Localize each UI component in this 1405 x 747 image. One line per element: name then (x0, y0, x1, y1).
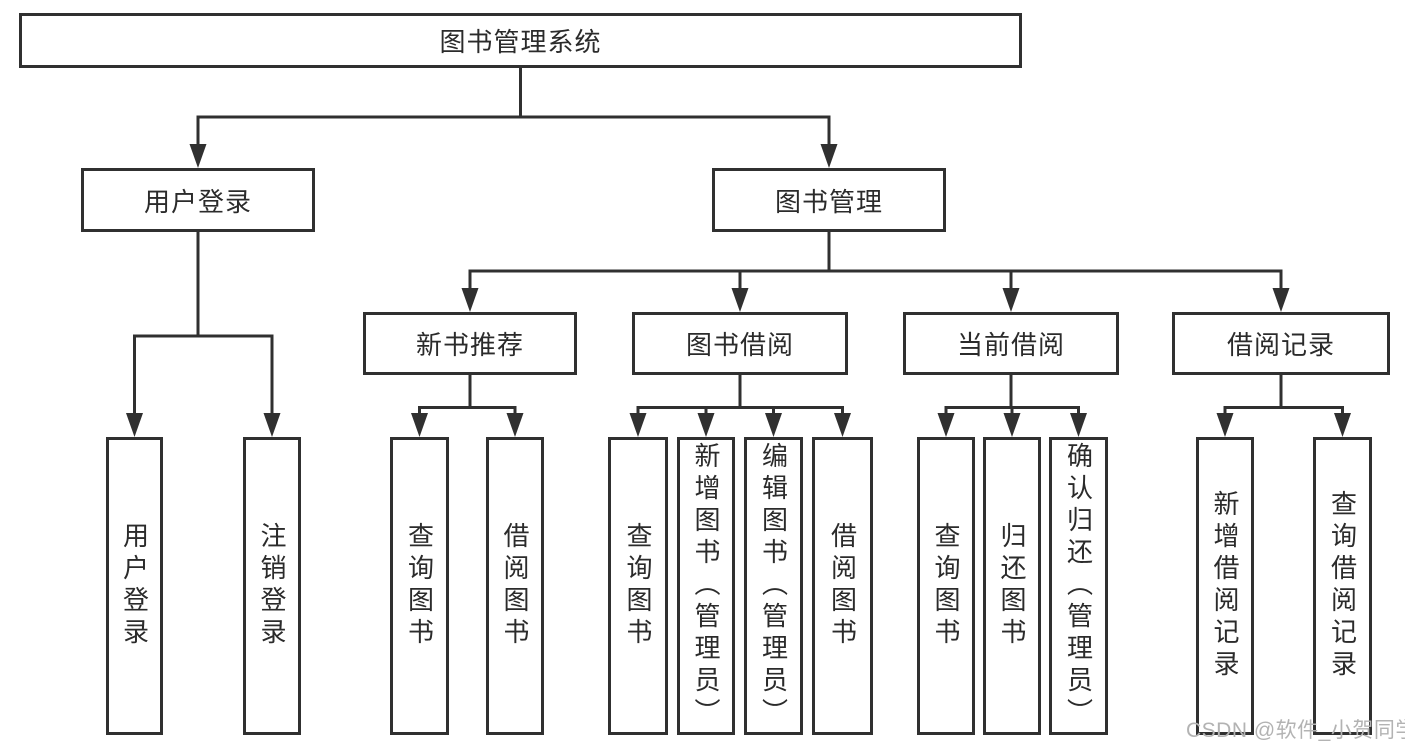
node-cb-return-books-label: 归还图书 (997, 522, 1027, 650)
node-borrow-records: 借阅记录 (1172, 312, 1390, 375)
node-br-add-record: 新增借阅记录 (1196, 437, 1254, 735)
node-root-label: 图书管理系统 (439, 27, 602, 57)
node-cb-return-books: 归还图书 (983, 437, 1041, 735)
connector-current-borrow-to-children (937, 375, 1087, 437)
connector-user-login-to-children (126, 232, 281, 437)
node-bb-add-books-label: 新增图书（管理员） (691, 442, 721, 730)
node-bb-borrow-books: 借阅图书 (812, 437, 873, 735)
node-user-login: 用户登录 (81, 168, 315, 232)
node-nb-borrow-books-label: 借阅图书 (500, 522, 530, 650)
csdn-watermark: CSDN @软件_小贺同学 (1186, 719, 1405, 742)
connector-borrow-records-to-children (1216, 375, 1351, 437)
node-book-management: 图书管理 (712, 168, 946, 232)
node-new-book-rec: 新书推荐 (363, 312, 577, 375)
node-bb-add-books: 新增图书（管理员） (677, 437, 735, 735)
node-nb-query-books-label: 查询图书 (404, 522, 435, 650)
node-br-query-record: 查询借阅记录 (1313, 437, 1372, 735)
node-book-management-label: 图书管理 (774, 186, 883, 217)
node-root: 图书管理系统 (19, 13, 1022, 68)
connector-book-borrow-to-children (629, 375, 851, 437)
node-logout-leaf: 注销登录 (243, 437, 301, 735)
connector-root-to-level2 (189, 68, 838, 168)
node-cb-query-books-label: 查询图书 (931, 522, 961, 650)
node-user-login-leaf: 用户登录 (106, 437, 163, 735)
node-bb-query-books: 查询图书 (608, 437, 668, 735)
node-br-add-record-label: 新增借阅记录 (1210, 490, 1240, 682)
node-nb-query-books: 查询图书 (390, 437, 449, 735)
connector-book-management-to-children (461, 232, 1290, 312)
node-bb-edit-books-label: 编辑图书（管理员） (758, 442, 789, 730)
node-bb-edit-books: 编辑图书（管理员） (744, 437, 803, 735)
node-cb-confirm-return-label: 确认归还（管理员） (1063, 442, 1094, 730)
connector-new-book-rec-to-children (411, 375, 524, 437)
node-cb-query-books: 查询图书 (917, 437, 975, 735)
node-book-borrow: 图书借阅 (632, 312, 848, 375)
node-book-borrow-label: 图书借阅 (685, 330, 794, 360)
node-new-book-rec-label: 新书推荐 (415, 330, 524, 360)
node-br-query-record-label: 查询借阅记录 (1327, 490, 1358, 682)
node-logout-leaf-label: 注销登录 (257, 522, 287, 650)
node-user-login-label: 用户登录 (143, 186, 252, 217)
node-current-borrow-label: 当前借阅 (956, 330, 1065, 360)
node-cb-confirm-return: 确认归还（管理员） (1049, 437, 1108, 735)
node-current-borrow: 当前借阅 (903, 312, 1119, 375)
node-borrow-records-label: 借阅记录 (1226, 330, 1335, 360)
node-bb-query-books-label: 查询图书 (623, 522, 653, 650)
node-bb-borrow-books-label: 借阅图书 (827, 522, 858, 650)
node-nb-borrow-books: 借阅图书 (486, 437, 544, 735)
node-user-login-leaf-label: 用户登录 (119, 522, 150, 650)
